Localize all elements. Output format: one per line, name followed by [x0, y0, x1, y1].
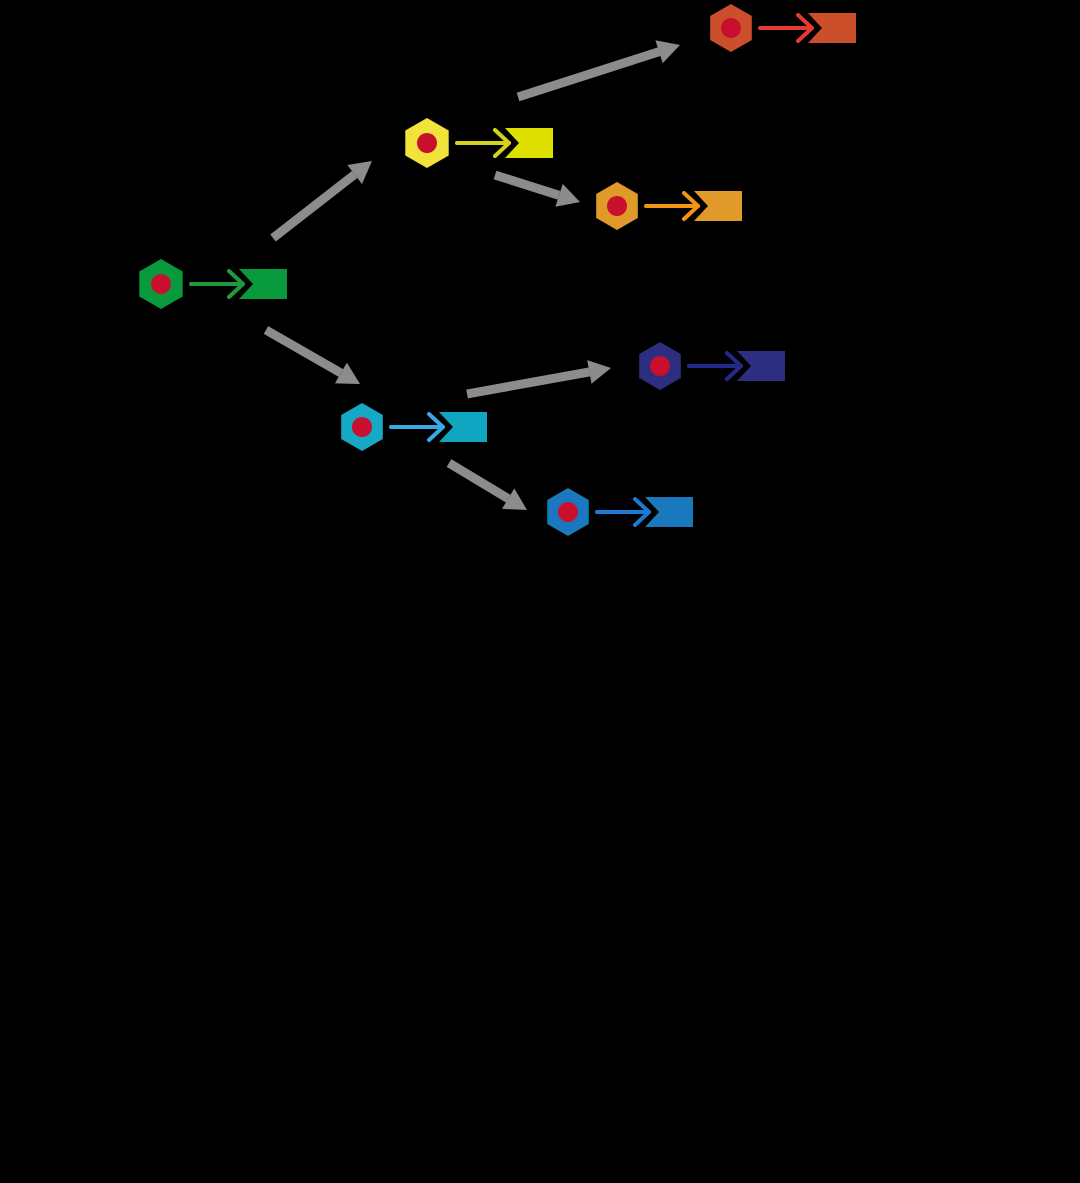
orange-cell-nucleus — [607, 196, 627, 216]
navy-cell-nucleus — [650, 356, 670, 376]
orange-cell-node — [596, 182, 742, 230]
connectors-layer — [263, 40, 680, 510]
red-orange-cell-arrow-head — [796, 13, 814, 43]
navy-cell-arrow-head — [725, 351, 743, 381]
green-cell-arrow — [189, 269, 245, 299]
orange-cell-chevron-rect — [694, 191, 742, 221]
connector-arrowhead — [555, 183, 580, 207]
green-cell-arrow-head — [227, 269, 245, 299]
connector-arrowhead — [502, 488, 527, 510]
connector-shaft — [446, 459, 511, 503]
yellow-cell-node — [405, 118, 553, 168]
red-orange-cell-node — [710, 4, 856, 52]
green-cell-chevron-rect — [239, 269, 287, 299]
navy-cell-arrow — [687, 351, 743, 381]
connector-arrowhead — [347, 161, 372, 184]
blue-cell-arrow-head — [633, 497, 651, 527]
connector-arrow-upper-to-upper-bottom — [493, 170, 580, 207]
connector-arrow-upper-to-upper-top — [516, 40, 680, 102]
yellow-cell-nucleus — [417, 133, 437, 153]
connector-shaft — [516, 47, 661, 102]
connector-shaft — [270, 170, 358, 242]
red-orange-cell-chevron-rect — [808, 13, 856, 43]
cyan-cell-node — [341, 403, 487, 451]
connector-arrowhead — [587, 360, 611, 384]
connector-arrowhead — [655, 40, 680, 64]
connector-shaft — [493, 170, 561, 200]
connector-arrowhead — [334, 362, 360, 384]
orange-cell-arrow-head — [682, 191, 700, 221]
green-cell-nucleus — [151, 274, 171, 294]
nodes-layer — [139, 4, 856, 536]
cyan-cell-chevron-rect — [439, 412, 487, 442]
connector-arrow-root-to-lower — [263, 326, 360, 384]
cyan-cell-arrow-head — [427, 412, 445, 442]
red-orange-cell-arrow — [758, 13, 814, 43]
navy-cell-chevron-rect — [737, 351, 785, 381]
red-orange-cell-nucleus — [721, 18, 741, 38]
blue-cell-nucleus — [558, 502, 578, 522]
yellow-cell-arrow-head — [493, 128, 511, 158]
connector-arrow-lower-to-lower-bottom — [446, 459, 527, 510]
cyan-cell-nucleus — [352, 417, 372, 437]
connector-arrow-lower-to-lower-top — [466, 360, 611, 399]
blue-cell-chevron-rect — [645, 497, 693, 527]
connector-shaft — [466, 367, 591, 399]
connector-shaft — [263, 326, 344, 377]
connector-arrow-root-to-upper — [270, 161, 372, 242]
cyan-cell-arrow — [389, 412, 445, 442]
navy-cell-node — [639, 342, 785, 390]
yellow-cell-arrow — [455, 128, 511, 158]
yellow-cell-chevron-rect — [505, 128, 553, 158]
orange-cell-arrow — [644, 191, 700, 221]
blue-cell-node — [547, 488, 693, 536]
blue-cell-arrow — [595, 497, 651, 527]
green-cell-node — [139, 259, 287, 309]
